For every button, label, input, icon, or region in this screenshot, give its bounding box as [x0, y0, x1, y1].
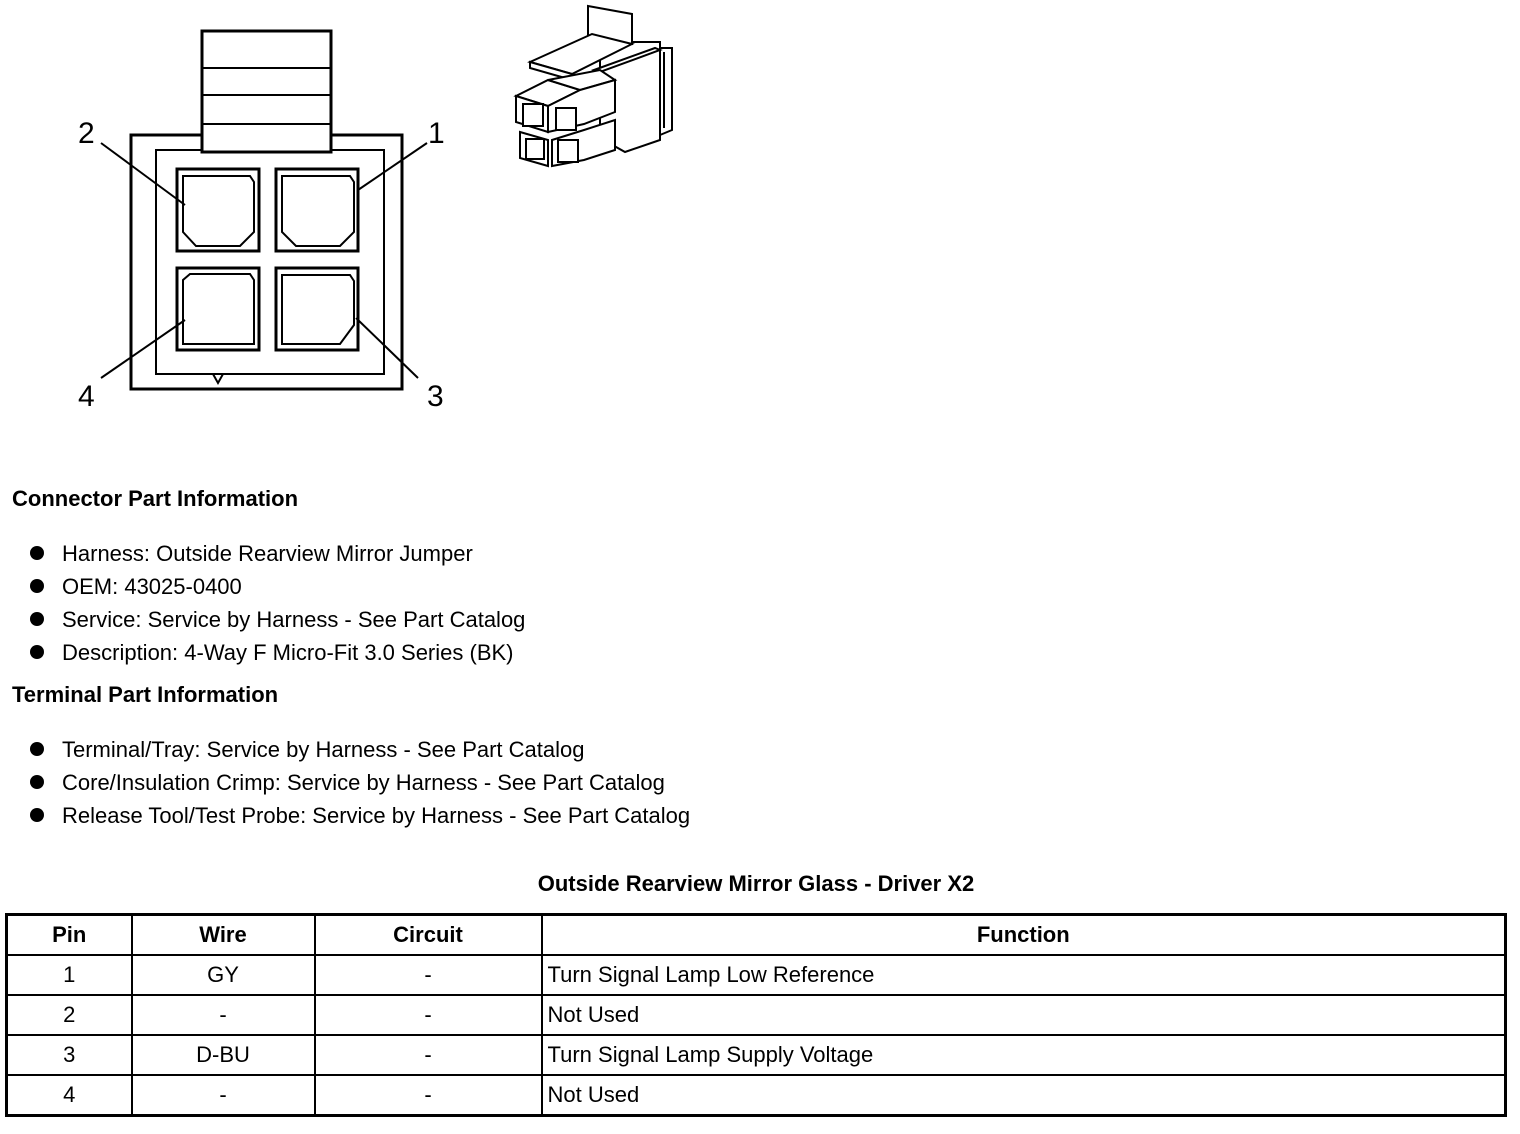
column-header-function: Function — [540, 913, 1507, 956]
cell-pin: 2 — [5, 994, 133, 1036]
cavity-pin-3 — [274, 266, 360, 352]
column-header-wire: Wire — [130, 913, 316, 956]
column-header-circuit: Circuit — [313, 913, 543, 956]
cell-pin: 3 — [5, 1034, 133, 1076]
cell-pin: 1 — [5, 954, 133, 996]
list-item: Harness: Outside Rearview Mirror Jumper — [30, 537, 525, 570]
list-item: Release Tool/Test Probe: Service by Harn… — [30, 799, 690, 832]
terminal-info-heading: Terminal Part Information — [12, 682, 279, 707]
bullet-icon — [30, 546, 44, 560]
bullet-icon — [30, 808, 44, 822]
bullet-icon — [30, 645, 44, 659]
cavity-pin-1 — [274, 167, 360, 253]
bullet-icon — [30, 775, 44, 789]
cell-function: Not Used — [540, 1074, 1507, 1117]
cell-pin: 4 — [5, 1074, 133, 1117]
cell-wire: D-BU — [130, 1034, 316, 1076]
list-item: Core/Insulation Crimp: Service by Harnes… — [30, 766, 690, 799]
cell-function: Not Used — [540, 994, 1507, 1036]
bullet-icon — [30, 742, 44, 756]
connector-diagram: 2 1 4 3 — [78, 4, 673, 413]
bullet-icon — [30, 579, 44, 593]
pinout-table: Pin Wire Circuit Function 1 GY - Turn Si… — [5, 913, 1507, 1117]
connector-housing — [129, 133, 404, 391]
column-header-pin: Pin — [5, 913, 133, 956]
bullet-icon — [30, 612, 44, 626]
cell-circuit: - — [313, 1074, 543, 1117]
cell-function: Turn Signal Lamp Low Reference — [540, 954, 1507, 996]
cell-function: Turn Signal Lamp Supply Voltage — [540, 1034, 1507, 1076]
table-row: 3 D-BU - Turn Signal Lamp Supply Voltage — [5, 1034, 1507, 1076]
connector-info-list: Harness: Outside Rearview Mirror Jumper … — [30, 537, 525, 669]
pin-label-4: 4 — [78, 380, 95, 413]
cell-circuit: - — [313, 954, 543, 996]
cell-circuit: - — [313, 994, 543, 1036]
list-item: OEM: 43025-0400 — [30, 570, 525, 603]
connector-housing-inner — [155, 149, 385, 375]
connector-info-heading: Connector Part Information — [12, 486, 299, 511]
pinout-table-title: Outside Rearview Mirror Glass - Driver X… — [537, 871, 975, 896]
terminal-info-list: Terminal/Tray: Service by Harness - See … — [30, 733, 690, 832]
cell-wire: - — [130, 1074, 316, 1117]
cell-wire: - — [130, 994, 316, 1036]
connector-3d-view — [513, 4, 673, 168]
pin-label-3: 3 — [427, 380, 444, 413]
list-item: Terminal/Tray: Service by Harness - See … — [30, 733, 690, 766]
list-item: Description: 4-Way F Micro-Fit 3.0 Serie… — [30, 636, 525, 669]
table-row: 1 GY - Turn Signal Lamp Low Reference — [5, 954, 1507, 996]
pin-label-1: 1 — [428, 117, 445, 150]
table-header-row: Pin Wire Circuit Function — [5, 913, 1507, 956]
cell-wire: GY — [130, 954, 316, 996]
cavity-pin-2 — [175, 167, 261, 253]
pin-label-2: 2 — [78, 117, 95, 150]
connector-latch — [200, 29, 333, 154]
table-row: 2 - - Not Used — [5, 994, 1507, 1036]
list-item: Service: Service by Harness - See Part C… — [30, 603, 525, 636]
cavity-pin-4 — [175, 266, 261, 352]
table-row: 4 - - Not Used — [5, 1074, 1507, 1117]
cell-circuit: - — [313, 1034, 543, 1076]
